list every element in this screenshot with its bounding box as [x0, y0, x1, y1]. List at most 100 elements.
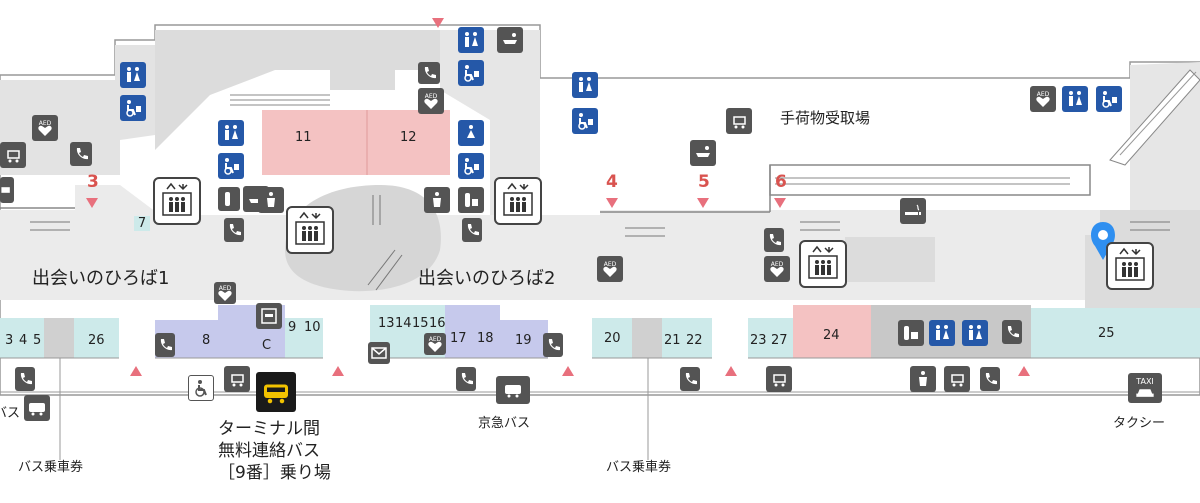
baby-care-icon — [497, 27, 523, 53]
room-4: 4 — [19, 333, 28, 348]
restroom-icon — [572, 72, 598, 98]
aed-text: AED — [425, 93, 438, 100]
terminal-bus-icon — [256, 372, 296, 412]
elevator-icon — [286, 206, 334, 254]
keikyu-bus-label: 京急バス — [478, 416, 531, 431]
room-9: 9 — [288, 320, 297, 335]
phone-icon — [456, 367, 476, 391]
bus-icon — [24, 395, 50, 421]
aed-text: AED — [429, 336, 442, 343]
aed-icon: AED — [424, 333, 446, 355]
room-27: 27 — [771, 333, 788, 348]
exit-arrow-5 — [1018, 366, 1030, 376]
womens-restroom-icon — [458, 120, 484, 146]
bus-ticket-left-label: バス乗車券 — [18, 460, 84, 475]
room-15: 15 — [412, 316, 429, 331]
baggage-cart-icon — [766, 366, 792, 392]
aed-icon: AED — [764, 256, 790, 282]
restroom-icon — [962, 320, 988, 346]
terminal-bus-line-1: ターミナル間 — [218, 419, 320, 439]
aed-icon: AED — [32, 115, 58, 141]
nursing-room-icon — [898, 320, 924, 346]
elevator-icon — [799, 240, 847, 288]
phone-icon — [543, 333, 563, 357]
terminal-bus-line-2: 無料連絡バス — [218, 441, 320, 461]
accessible-restroom-icon — [458, 153, 484, 179]
phone-icon — [462, 218, 482, 242]
terminal-bus-label: ターミナル間 無料連絡バス ［9番］乗り場 — [218, 418, 331, 484]
room-16: 16 — [429, 316, 446, 331]
room-c: C — [262, 338, 272, 353]
room-11: 11 — [295, 130, 312, 145]
taxi-icon: TAXI — [1128, 373, 1162, 403]
gate-5: 5 — [698, 172, 710, 192]
mail-icon — [368, 342, 390, 364]
phone-icon — [70, 142, 92, 166]
phone-icon — [155, 333, 175, 357]
exit-arrow-1 — [130, 366, 142, 376]
terminal-bus-line-3: ［9番］乗り場 — [218, 463, 331, 483]
phone-icon — [764, 228, 784, 252]
aed-icon: AED — [597, 256, 623, 282]
wheelchair-icon — [188, 375, 214, 401]
aed-text: AED — [771, 261, 784, 268]
room-26: 26 — [88, 333, 105, 348]
room-18: 18 — [477, 331, 494, 346]
atm-icon — [256, 303, 282, 329]
room-7: 7 — [134, 216, 150, 231]
elevator-icon — [1106, 242, 1154, 290]
aed-text: AED — [219, 285, 232, 292]
phone-icon — [224, 218, 244, 242]
drinking-fountain-icon — [910, 366, 936, 392]
bus-icon — [496, 376, 530, 404]
room-14: 14 — [395, 316, 412, 331]
restroom-icon — [1062, 86, 1088, 112]
restroom-icon — [218, 120, 244, 146]
accessible-restroom-icon — [572, 108, 598, 134]
accessible-restroom-icon — [218, 153, 244, 179]
room-21: 21 — [664, 333, 681, 348]
aed-icon: AED — [214, 282, 236, 304]
nursing-room-icon — [458, 187, 484, 213]
baby-care-icon — [0, 177, 14, 203]
baggage-claim-label: 手荷物受取場 — [780, 109, 871, 127]
room-12: 12 — [400, 130, 417, 145]
restroom-icon — [120, 62, 146, 88]
phone-icon — [1002, 320, 1022, 344]
drinking-fountain-icon — [424, 187, 450, 213]
aed-text: AED — [1037, 91, 1050, 98]
smoking-area-icon — [900, 198, 926, 224]
gate-3: 3 — [87, 172, 99, 192]
room-20: 20 — [604, 331, 621, 346]
phone-icon — [980, 367, 1000, 391]
plaza-2-label: 出会いのひろば2 — [418, 268, 556, 289]
room-24: 24 — [823, 328, 840, 343]
baggage-cart-icon — [944, 366, 970, 392]
room-17: 17 — [450, 331, 467, 346]
room-25: 25 — [1098, 326, 1115, 341]
gate-4-arrow — [606, 198, 618, 208]
aed-icon: AED — [1030, 86, 1056, 112]
elevator-icon — [494, 177, 542, 225]
room-19: 19 — [515, 333, 532, 348]
elevator-icon — [153, 177, 201, 225]
baby-care-icon — [690, 140, 716, 166]
accessible-restroom-icon — [120, 95, 146, 121]
gate-5-arrow — [697, 198, 709, 208]
room-10: 10 — [304, 320, 321, 335]
exit-arrow-3 — [562, 366, 574, 376]
aed-icon: AED — [418, 88, 444, 114]
location-pin-shape — [1091, 222, 1115, 260]
taxi-sign-text: TAXI — [1136, 377, 1154, 386]
baggage-cart-icon — [0, 142, 26, 168]
room-13: 13 — [378, 316, 395, 331]
exit-arrow-4 — [725, 366, 737, 376]
aed-text: AED — [604, 261, 617, 268]
gate-6: 6 — [775, 172, 787, 192]
baggage-cart-icon — [224, 366, 250, 392]
drinking-fountain-icon — [258, 187, 284, 213]
room-3: 3 — [5, 333, 14, 348]
taxi-label: タクシー — [1113, 416, 1166, 431]
